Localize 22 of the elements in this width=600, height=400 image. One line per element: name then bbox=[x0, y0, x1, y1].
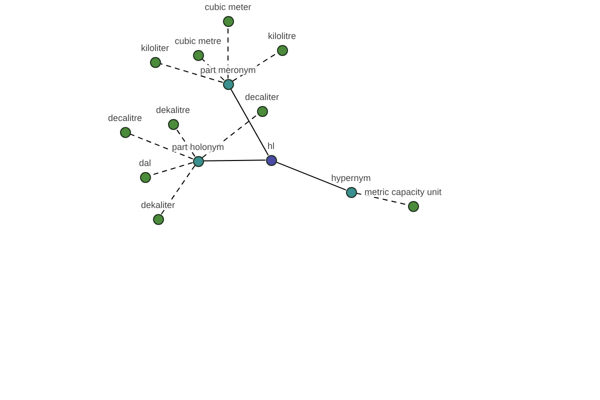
connector-line bbox=[160, 165, 196, 215]
connector-line bbox=[130, 134, 194, 160]
node-label: dal bbox=[138, 158, 152, 168]
node-label: decaliter bbox=[244, 92, 280, 102]
node-label: part meronym bbox=[199, 64, 257, 74]
connector-line bbox=[176, 128, 196, 157]
node-label: cubic meter bbox=[204, 2, 252, 12]
node-label: dekaliter bbox=[140, 200, 176, 210]
node-label: hypernym bbox=[330, 172, 372, 182]
node-label: dekalitre bbox=[154, 104, 192, 114]
node-label: part holonym bbox=[170, 142, 226, 152]
node-label: decalitre bbox=[106, 112, 144, 122]
connector-line bbox=[276, 162, 346, 190]
node-label: cubic metre bbox=[174, 36, 222, 46]
node-label: hl bbox=[266, 140, 276, 150]
connector-line bbox=[230, 88, 269, 156]
connector-line bbox=[160, 63, 224, 83]
connector-line bbox=[202, 114, 258, 158]
node-label: kiloliter bbox=[140, 42, 170, 52]
node-label: kilolitre bbox=[267, 30, 297, 40]
connector-line bbox=[203, 160, 266, 162]
node-label: metric capacity unit bbox=[363, 186, 443, 196]
